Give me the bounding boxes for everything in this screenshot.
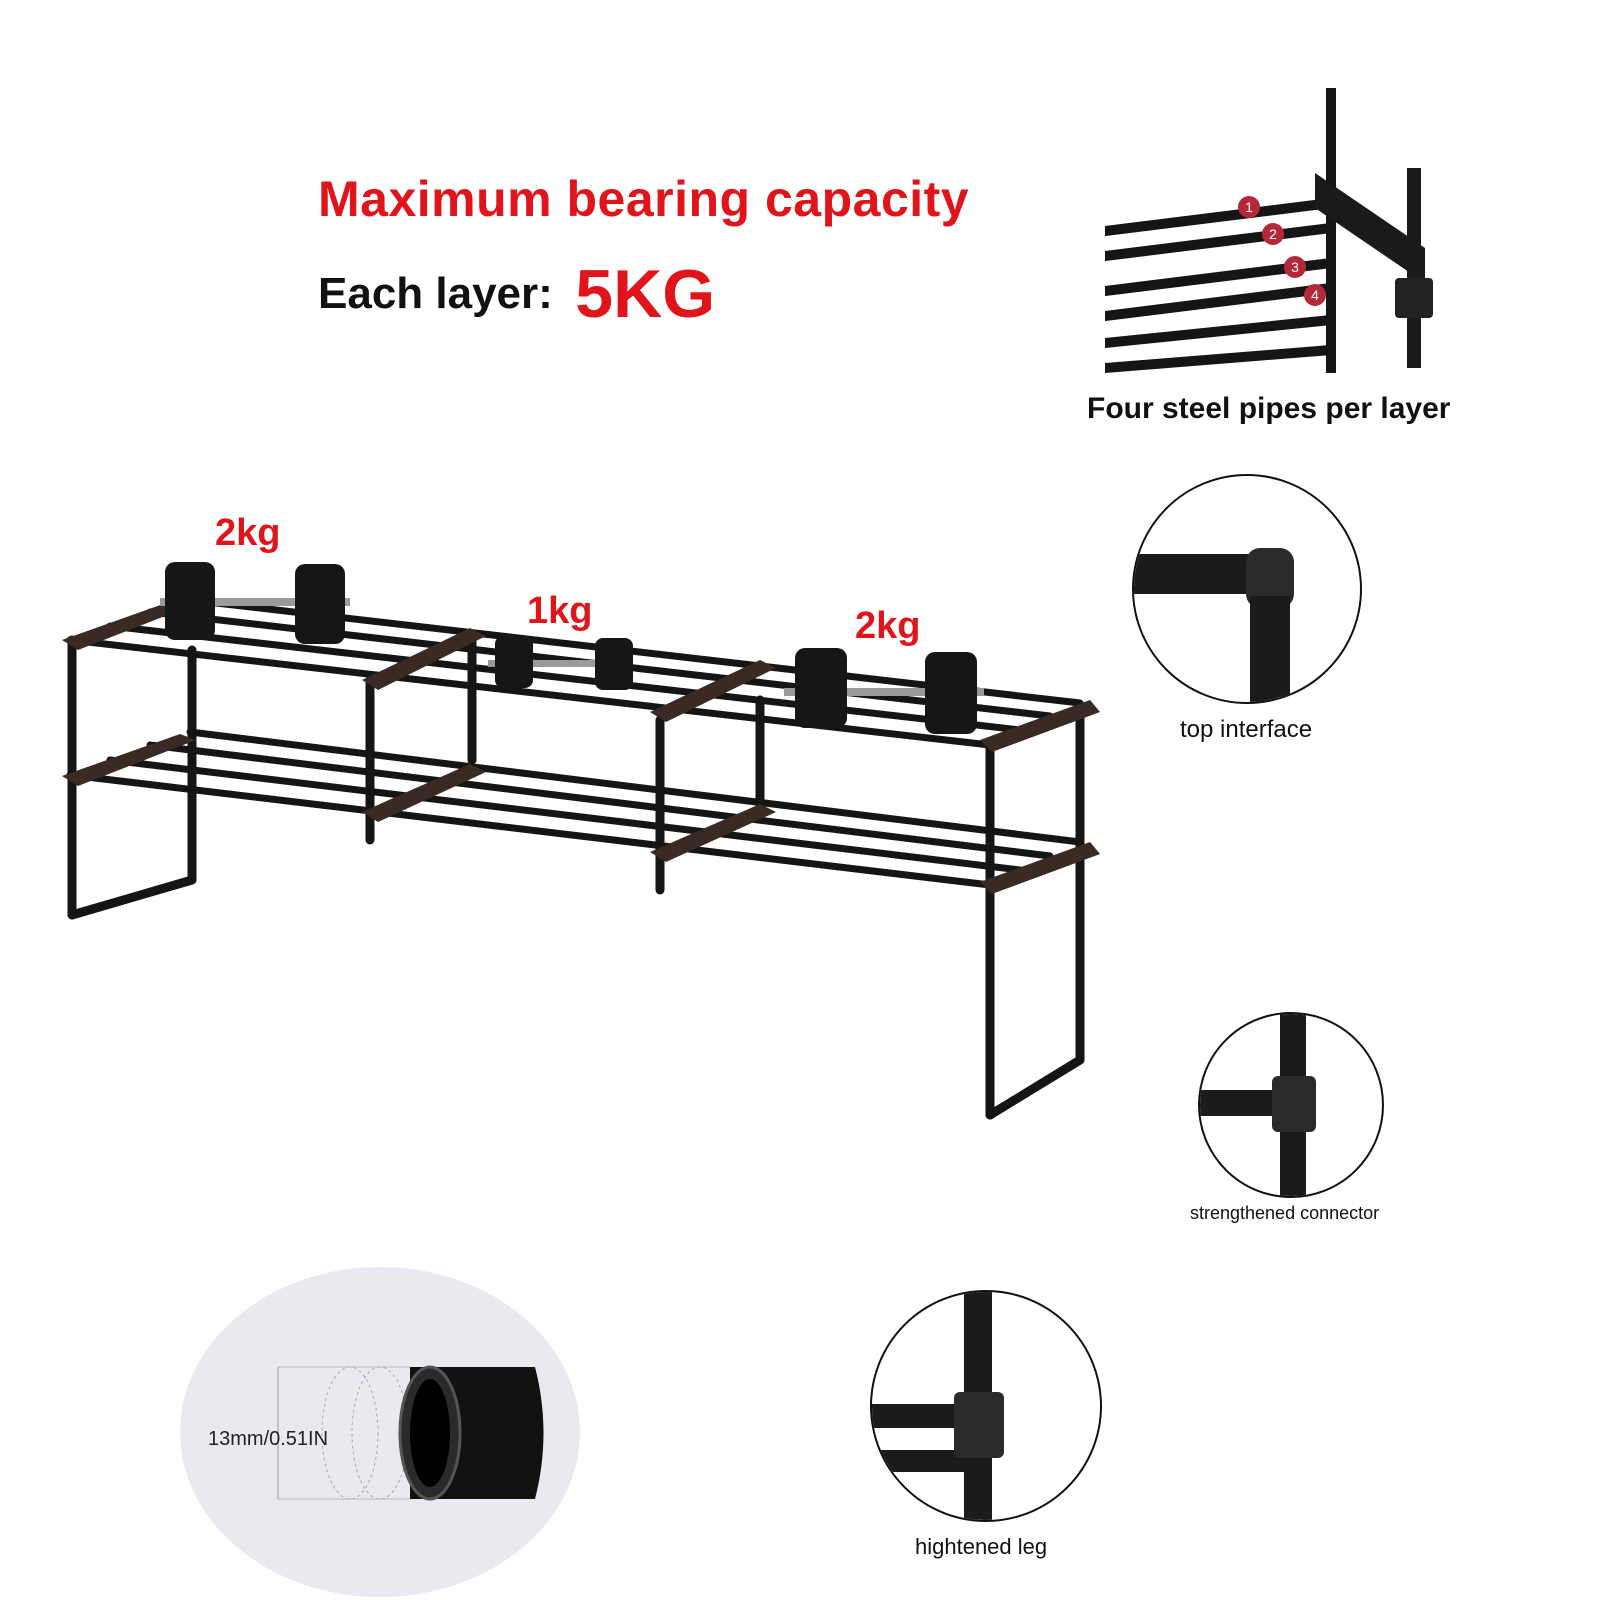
pipe-badge-4: 4 xyxy=(1304,284,1326,306)
pipes-caption: Four steel pipes per layer xyxy=(1087,392,1451,425)
pipes-detail-image xyxy=(1105,88,1445,373)
dumbbell-middle xyxy=(488,636,633,690)
shelf-cross-bars xyxy=(62,598,1100,894)
pipe-badge-3: 3 xyxy=(1284,256,1306,278)
layer-capacity-value: 5KG xyxy=(575,256,716,332)
strengthened-connector-detail xyxy=(1198,1012,1384,1198)
top-interface-detail xyxy=(1132,474,1362,704)
pipe-badge-1: 1 xyxy=(1238,196,1260,218)
dumbbell-left xyxy=(160,562,350,644)
layer-capacity: Each layer: 5KG xyxy=(318,255,715,333)
hightened-leg-detail xyxy=(870,1290,1102,1522)
hightened-leg-caption: hightened leg xyxy=(915,1534,1048,1559)
layer-capacity-label: Each layer: xyxy=(318,269,553,318)
weight-label-middle: 1kg xyxy=(527,590,593,632)
top-interface-caption: top interface xyxy=(1180,716,1313,743)
pipe-badge-2: 2 xyxy=(1262,223,1284,245)
pipe-diameter-panel xyxy=(180,1267,580,1597)
bottom-shelf-pipes xyxy=(66,728,1084,889)
capacity-headline: Maximum bearing capacity xyxy=(318,171,970,227)
dumbbell-right xyxy=(784,648,984,734)
pipe-diameter-label: 13mm/0.51IN xyxy=(208,1428,329,1450)
shoe-rack-illustration xyxy=(62,562,1100,1120)
strengthened-connector-caption: strengthened connector xyxy=(1190,1203,1380,1223)
weight-label-right: 2kg xyxy=(855,605,921,647)
weight-label-left: 2kg xyxy=(215,512,281,554)
